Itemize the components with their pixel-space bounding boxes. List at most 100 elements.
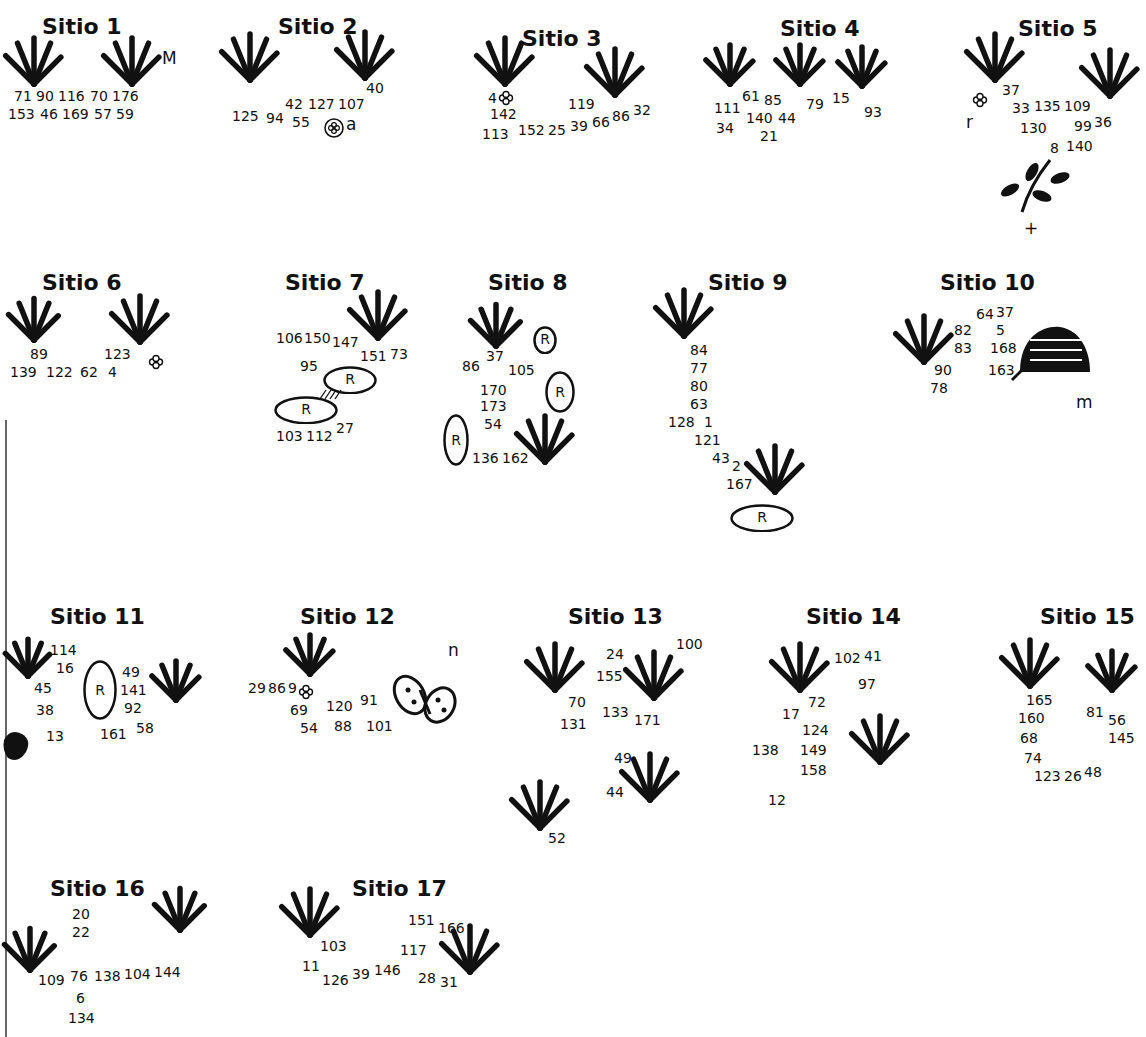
callout-number: 8 (1050, 140, 1059, 156)
callout-number: 130 (1020, 120, 1047, 136)
hand-symbol (527, 644, 582, 690)
callout-number: 27 (336, 420, 354, 436)
letter-label: m (1076, 392, 1093, 412)
callout-number: 134 (68, 1010, 95, 1026)
wing-spot (412, 700, 417, 705)
callout-number: 167 (726, 476, 753, 492)
callout-number: 166 (438, 920, 465, 936)
callout-number: 15 (832, 90, 850, 106)
callout-number: 70 (90, 88, 108, 104)
callout-number: 106 (276, 330, 303, 346)
callout-number: 135 (1034, 98, 1061, 114)
hand-symbol (5, 929, 55, 970)
petal (303, 686, 309, 692)
leaf (1049, 170, 1071, 186)
callout-number: 150 (304, 330, 331, 346)
letter-label: M (162, 48, 177, 68)
callout-number: 89 (30, 346, 48, 362)
callout-number: 45 (34, 680, 52, 696)
rock-letter: R (95, 682, 105, 699)
callout-number: 152 (518, 122, 545, 138)
site-title: Sitio 9 (708, 270, 788, 296)
callout-number: 39 (352, 966, 370, 982)
site-title: Sitio 12 (300, 604, 395, 630)
callout-number: 68 (1020, 730, 1038, 746)
callout-number: 36 (1094, 114, 1112, 130)
callout-number: 31 (440, 974, 458, 990)
callout-number: 17 (782, 706, 800, 722)
callout-number: 40 (366, 80, 384, 96)
rock-letter: R (345, 371, 355, 388)
callout-number: 127 (308, 96, 335, 112)
callout-number: 93 (864, 104, 882, 120)
callout-number: 168 (990, 340, 1017, 356)
callout-number: 133 (602, 704, 629, 720)
callout-number: 161 (100, 726, 127, 742)
callout-number: 138 (752, 742, 779, 758)
callout-number: 54 (300, 720, 318, 736)
finger-stroke (800, 61, 823, 84)
callout-number: 21 (760, 128, 778, 144)
callout-number: 149 (800, 742, 827, 758)
callout-number: 92 (124, 700, 142, 716)
callout-number: 158 (800, 762, 827, 778)
body (420, 690, 430, 714)
callout-number: 62 (80, 364, 98, 380)
callout-number: 24 (606, 646, 624, 662)
callout-number: 90 (934, 362, 952, 378)
flower-symbol (974, 94, 987, 107)
callout-number: 78 (930, 380, 948, 396)
finger-stroke (1030, 659, 1057, 686)
callout-number: 122 (46, 364, 73, 380)
callout-number: 146 (374, 962, 401, 978)
callout-number: 88 (334, 718, 352, 734)
callout-number: 69 (290, 702, 308, 718)
callout-number: 123 (104, 346, 131, 362)
callout-number: 141 (120, 682, 147, 698)
callout-number: 77 (690, 360, 708, 376)
finger-stroke (995, 53, 1022, 80)
hand-symbol (852, 716, 907, 762)
site-title: Sitio 6 (42, 270, 122, 296)
callout-number: 131 (560, 716, 587, 732)
plant-symbol (999, 160, 1071, 212)
petal (303, 693, 309, 699)
finger-stroke (800, 663, 827, 690)
callout-number: 151 (360, 348, 387, 364)
callout-number: 142 (490, 106, 517, 122)
letter-label: r (966, 112, 973, 132)
callout-number: 153 (8, 106, 35, 122)
callout-number: 97 (858, 676, 876, 692)
hand-symbol (152, 661, 199, 700)
callout-number: 176 (112, 88, 139, 104)
callout-number: 126 (322, 972, 349, 988)
finger-stroke (555, 663, 582, 690)
callout-number: 49 (122, 664, 140, 680)
hand-symbol (1088, 651, 1135, 690)
turtle-symbol (1012, 327, 1090, 380)
site-title: Sitio 17 (352, 876, 447, 902)
finger-stroke (180, 906, 204, 930)
callout-number: 80 (690, 378, 708, 394)
callout-number: 22 (72, 924, 90, 940)
callout-number: 37 (996, 304, 1014, 320)
callout-number: 139 (10, 364, 37, 380)
site-title: Sitio 2 (278, 14, 358, 40)
callout-number: 169 (62, 106, 89, 122)
hand-symbol (112, 296, 167, 342)
callout-number: 112 (306, 428, 333, 444)
callout-number: 85 (764, 92, 782, 108)
leaf (1023, 161, 1042, 183)
finger-stroke (30, 946, 54, 970)
letter-label: + (1024, 218, 1038, 238)
site-title: Sitio 15 (1040, 604, 1135, 630)
circle-flower-symbol (325, 119, 343, 137)
callout-number: 71 (14, 88, 32, 104)
callout-number: 83 (954, 340, 972, 356)
rock-letter: R (451, 432, 461, 449)
finger-stroke (496, 322, 520, 346)
callout-number: 34 (716, 120, 734, 136)
callout-number: 109 (38, 972, 65, 988)
